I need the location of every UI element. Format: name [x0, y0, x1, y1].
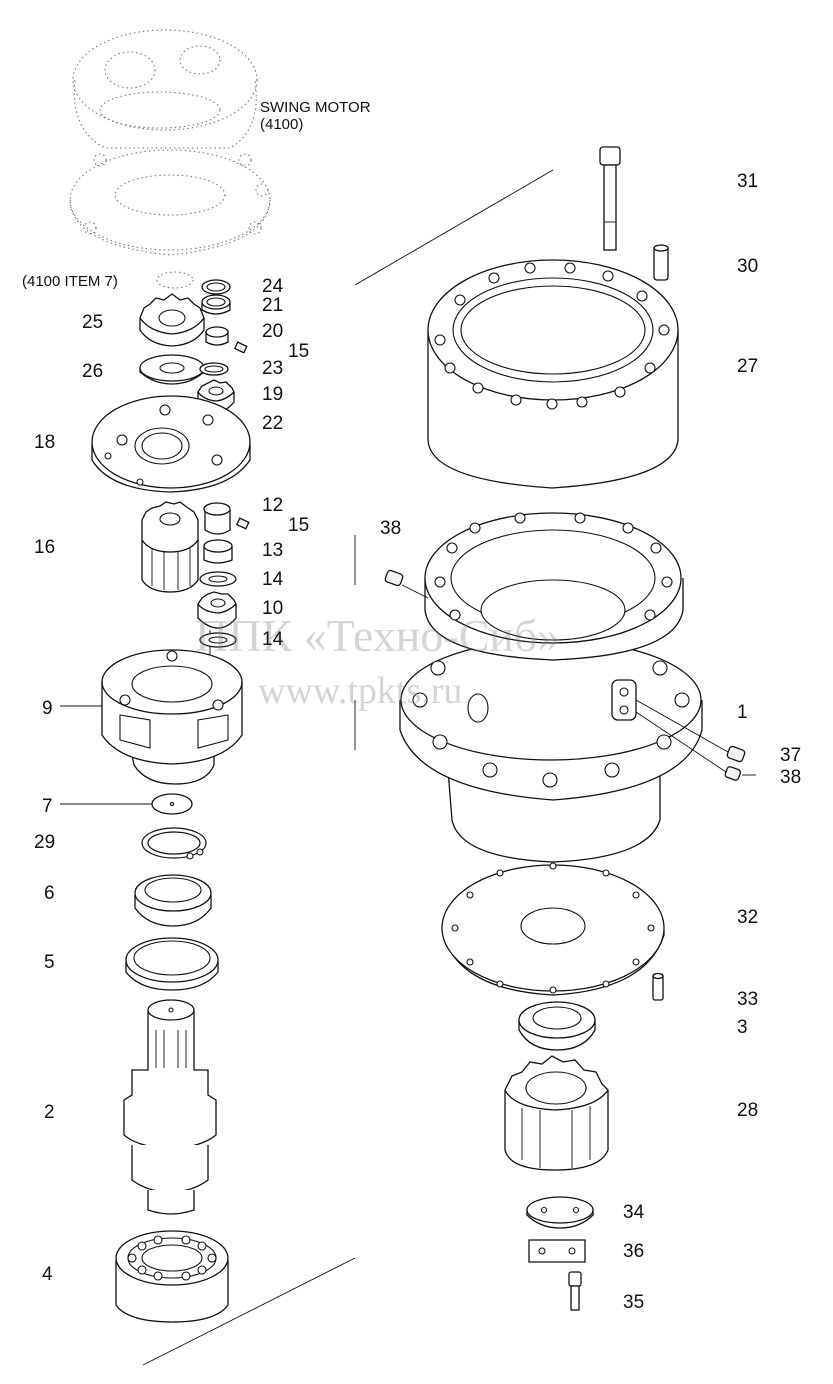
part-4-roller-bearing [115, 1230, 229, 1323]
leader-lines [60, 705, 152, 805]
callout-18: 18 [34, 432, 56, 453]
part-5-bearing-ring [125, 937, 219, 991]
callout-23: 23 [262, 358, 284, 379]
callout-34: 34 [623, 1202, 645, 1223]
callout-9: 9 [42, 698, 53, 719]
callout-15-upper: 15 [288, 341, 310, 362]
callout-35: 35 [623, 1292, 645, 1313]
part-24-ring [201, 279, 231, 295]
watermark-company: ППК «Техно-Сиб» [195, 610, 561, 661]
callout-3: 3 [737, 1017, 748, 1038]
callout-31: 31 [737, 171, 759, 192]
callout-28: 28 [737, 1100, 759, 1121]
part-1-housing [399, 512, 703, 863]
part-21-bush [201, 294, 231, 315]
callout-37: 37 [780, 745, 802, 766]
part-29-circlip [141, 827, 207, 860]
part-31-bolt [599, 146, 621, 251]
callout-4: 4 [42, 1264, 53, 1285]
callout-14-lower: 14 [262, 629, 284, 650]
part-13-bush [203, 539, 233, 564]
part-16-gear [141, 501, 199, 593]
part-37-38-plugs [384, 569, 756, 781]
part-30-pin [653, 244, 669, 281]
part-26-thrust-plate [139, 354, 205, 385]
part-9-carrier [101, 649, 243, 785]
part-35-bolt [568, 1271, 582, 1311]
part-33-bolt [652, 972, 664, 1001]
part-18-carrier-plate [91, 395, 251, 493]
part-28-pinion [504, 1055, 609, 1171]
callout-36: 36 [623, 1241, 645, 1262]
callout-7: 7 [42, 796, 53, 817]
part-23-ring [199, 362, 229, 376]
part-12-pin [203, 502, 250, 535]
swing-motor-code: (4100) [260, 116, 304, 133]
callout-13: 13 [262, 540, 284, 561]
swing-motor-title: SWING MOTOR [260, 99, 371, 116]
callout-10: 10 [262, 598, 284, 619]
callout-26: 26 [82, 361, 104, 382]
part-19-gear [197, 379, 235, 413]
callout-16: 16 [34, 537, 56, 558]
callout-29: 29 [34, 832, 56, 853]
callout-2: 2 [44, 1102, 55, 1123]
callout-1: 1 [737, 702, 748, 723]
callout-24: 24 [262, 276, 284, 297]
callout-21: 21 [262, 295, 284, 316]
callout-22: 22 [262, 413, 284, 434]
callout-19: 19 [262, 384, 284, 405]
callout-38-upper: 38 [380, 518, 402, 539]
part-14-washer-upper [199, 571, 237, 587]
part-14-washer-lower [199, 632, 237, 648]
part-36-lock-plate [528, 1239, 586, 1263]
callout-32: 32 [737, 907, 759, 928]
callout-33: 33 [737, 989, 759, 1010]
callout-5: 5 [44, 952, 55, 973]
callout-30: 30 [737, 256, 759, 277]
callout-38-lower: 38 [780, 767, 802, 788]
part-10-gear [197, 591, 237, 629]
part-6-bearing [134, 874, 212, 927]
swing-motor-item: (4100 ITEM 7) [22, 273, 118, 290]
part-7-plate [151, 793, 193, 815]
swing-motor-phantom [69, 29, 271, 289]
part-27-ring-gear [427, 259, 679, 489]
part-32-cover-plate [441, 862, 665, 996]
part-34-plate [526, 1196, 594, 1229]
part-3-seal [518, 1001, 596, 1051]
watermark-url: www.tpkts.ru [258, 670, 463, 712]
callout-20: 20 [262, 321, 284, 342]
callout-27: 27 [737, 356, 759, 377]
callout-25: 25 [82, 312, 104, 333]
callout-15-lower: 15 [288, 515, 310, 536]
part-2-shaft [123, 999, 217, 1215]
callout-14-upper: 14 [262, 569, 284, 590]
callout-6: 6 [44, 883, 55, 904]
callout-12: 12 [262, 495, 284, 516]
part-25-gear [139, 293, 205, 347]
part-20-pin [205, 326, 248, 354]
